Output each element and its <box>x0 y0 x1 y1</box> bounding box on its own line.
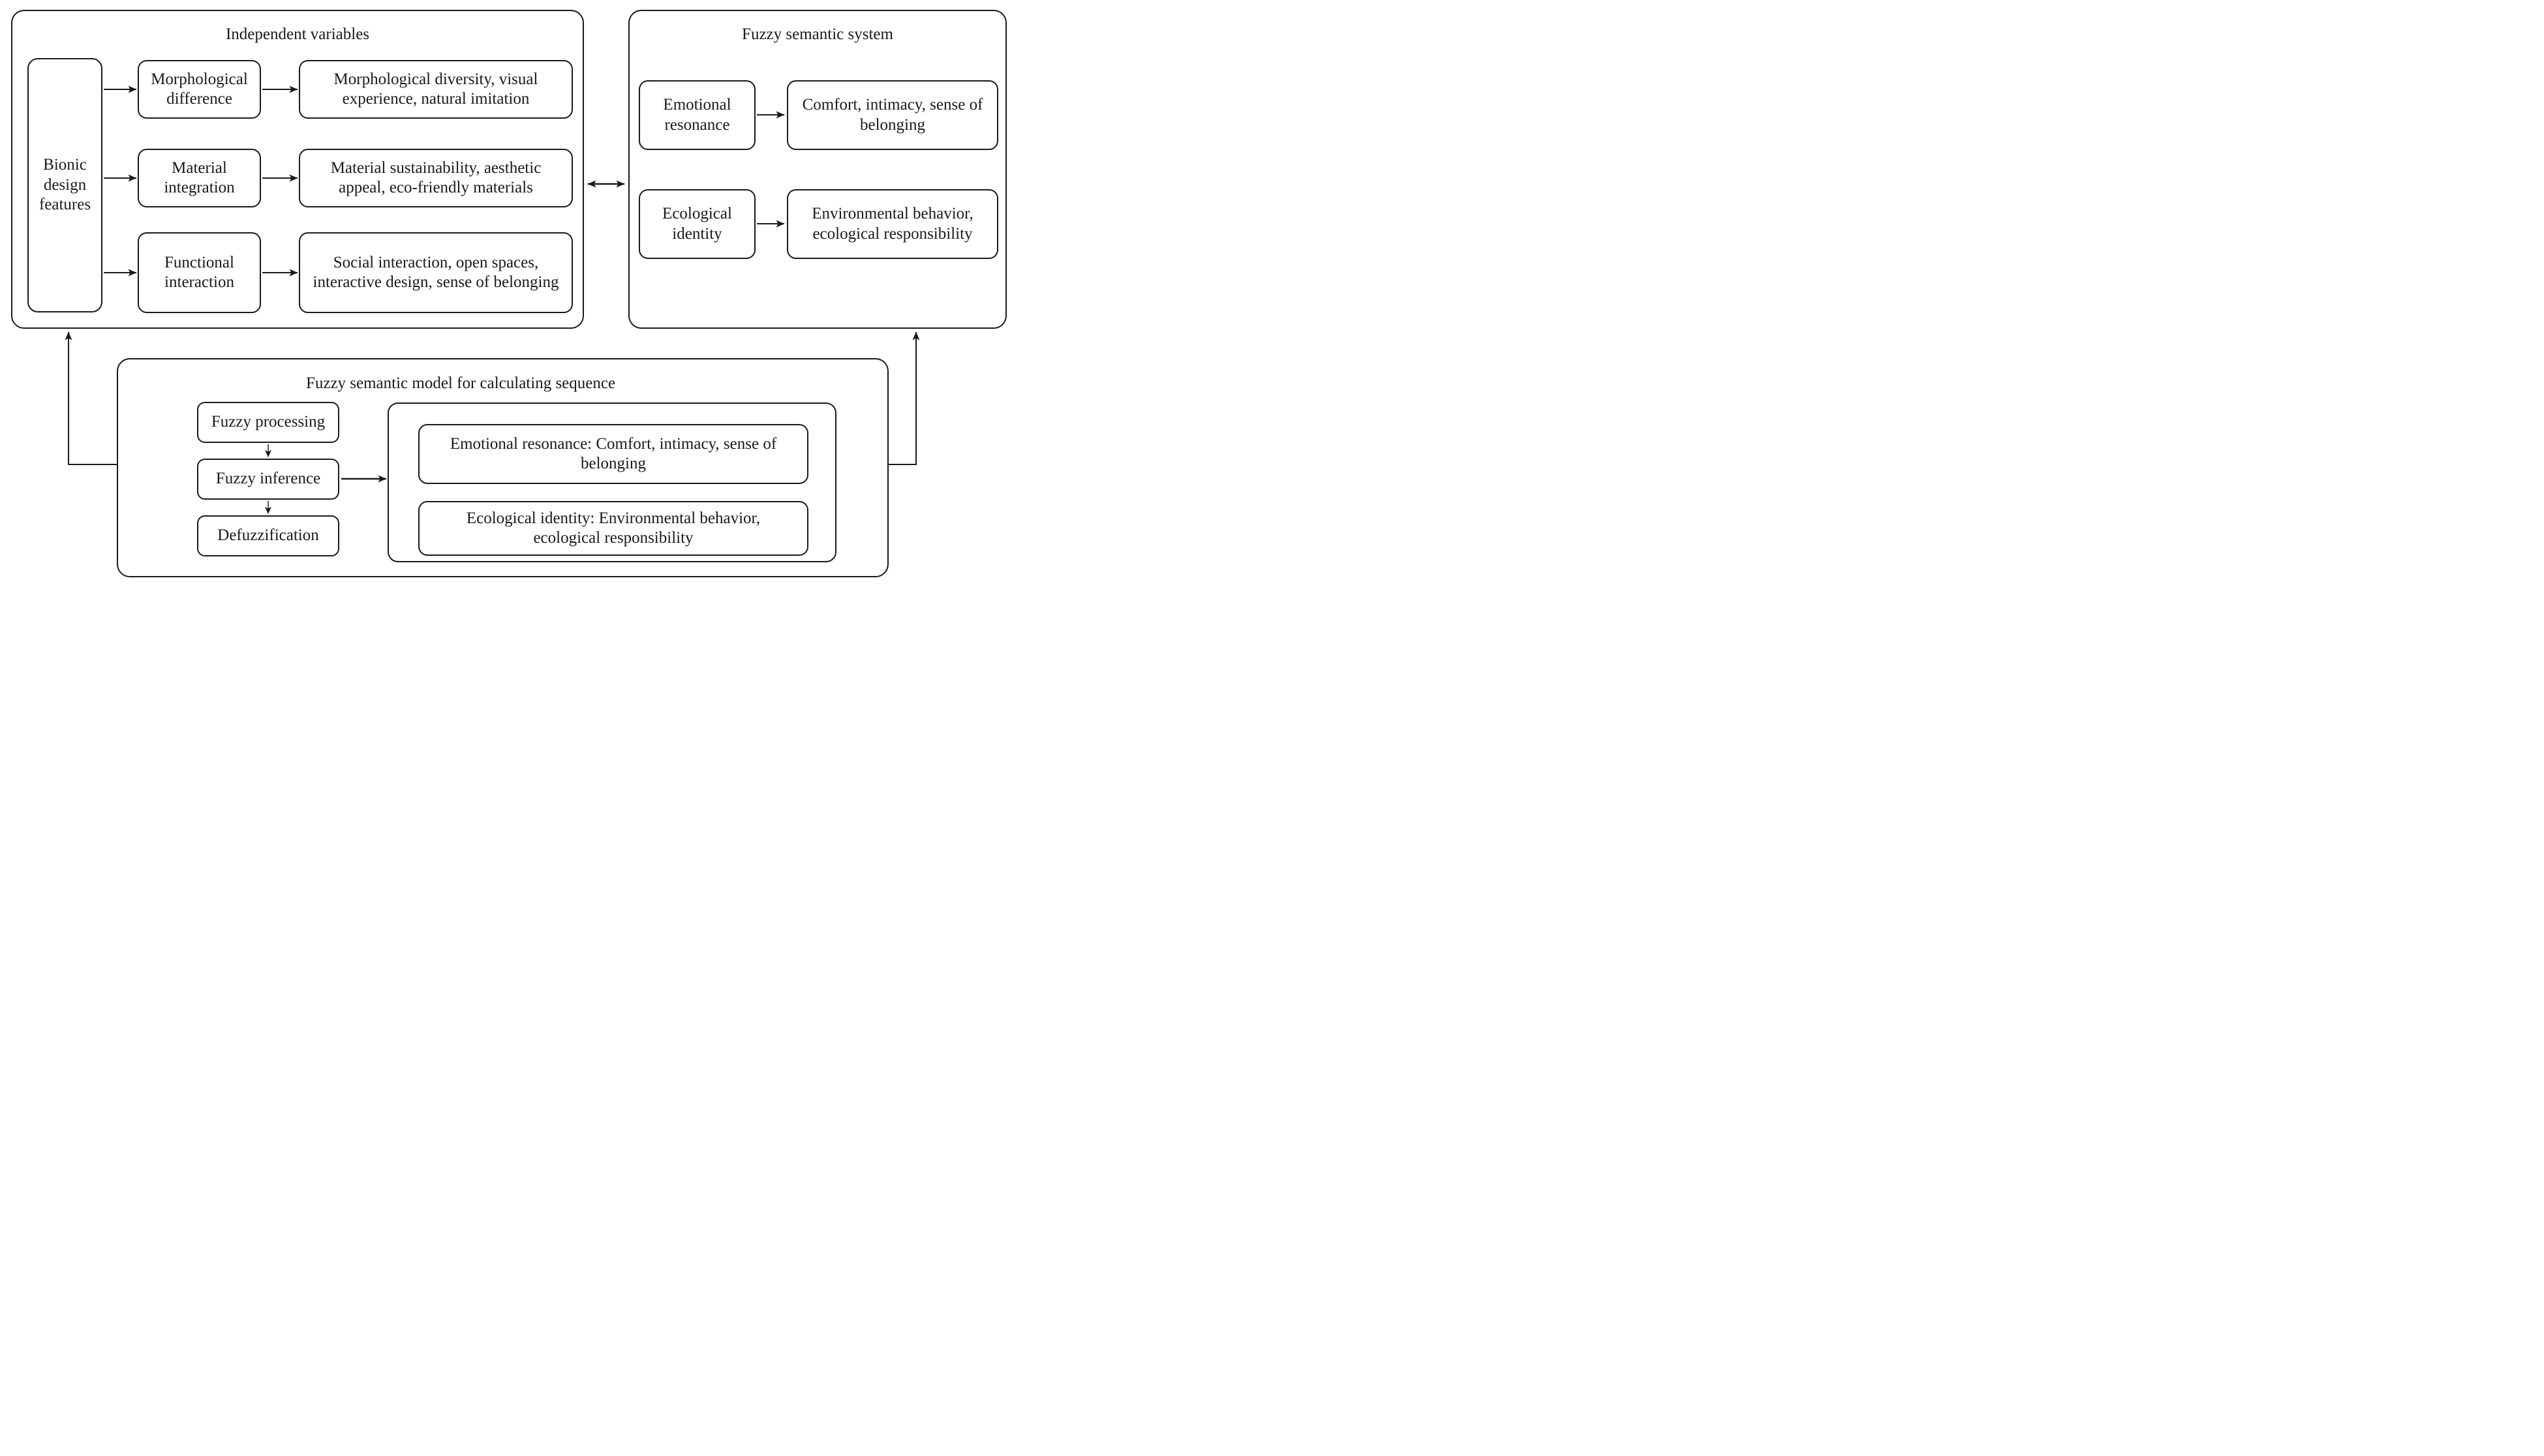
output-emotional-text: Emotional resonance: Comfort, intimacy, … <box>450 434 777 473</box>
row-functional-desc-box: Social interaction, open spaces, interac… <box>299 232 573 313</box>
output-ecological-box: Ecological identity: Environmental behav… <box>418 501 808 556</box>
step-fuzzy-processing-label: Fuzzy processing <box>211 413 326 431</box>
output-ecological-text: Ecological identity: Environmental behav… <box>466 509 761 547</box>
diagram-stage: Independent variables Bionic design feat… <box>0 0 1018 583</box>
step-fuzzy-inference-label: Fuzzy inference <box>215 470 321 488</box>
ecological-identity-label: Ecological identity <box>662 205 732 243</box>
row-morphological-label-box: Morphological difference <box>138 60 261 119</box>
emotional-resonance-box: Emotional resonance <box>639 80 756 150</box>
row-morphological-desc-box: Morphological diversity, visual experien… <box>299 60 573 119</box>
environmental-desc: Environmental behavior, ecological respo… <box>812 205 973 243</box>
row-morphological-label: Morphological difference <box>151 70 248 108</box>
row-functional-desc: Social interaction, open spaces, interac… <box>313 253 559 292</box>
connector-model-to-semantic-system <box>889 331 920 465</box>
output-emotional-box: Emotional resonance: Comfort, intimacy, … <box>418 424 808 484</box>
step-defuzzification-box: Defuzzification <box>197 515 339 556</box>
row-functional-label: Functional interaction <box>164 253 234 292</box>
row-material-desc: Material sustainability, aesthetic appea… <box>330 159 542 197</box>
bionic-design-features-box: Bionic design features <box>27 58 102 312</box>
independent-variables-title: Independent variables <box>225 25 370 43</box>
comfort-desc: Comfort, intimacy, sense of belonging <box>802 96 983 134</box>
fuzzy-semantic-model-title: Fuzzy semantic model for calculating seq… <box>305 374 616 392</box>
step-defuzzification-label: Defuzzification <box>217 526 319 545</box>
emotional-resonance-label: Emotional resonance <box>663 96 731 134</box>
row-material-desc-box: Material sustainability, aesthetic appea… <box>299 149 573 207</box>
ecological-identity-box: Ecological identity <box>639 189 756 259</box>
panel-fuzzy-semantic-system <box>628 10 1007 329</box>
fuzzy-semantic-system-title: Fuzzy semantic system <box>742 25 893 43</box>
row-functional-label-box: Functional interaction <box>138 232 261 313</box>
row-material-label-box: Material integration <box>138 149 261 207</box>
environmental-desc-box: Environmental behavior, ecological respo… <box>787 189 998 259</box>
bionic-design-features-label: Bionic design features <box>38 156 91 214</box>
row-material-label: Material integration <box>164 159 235 197</box>
row-morphological-desc: Morphological diversity, visual experien… <box>333 70 538 108</box>
comfort-desc-box: Comfort, intimacy, sense of belonging <box>787 80 998 150</box>
step-fuzzy-processing-box: Fuzzy processing <box>197 402 339 443</box>
connector-model-to-independent <box>65 331 117 465</box>
step-fuzzy-inference-box: Fuzzy inference <box>197 459 339 500</box>
